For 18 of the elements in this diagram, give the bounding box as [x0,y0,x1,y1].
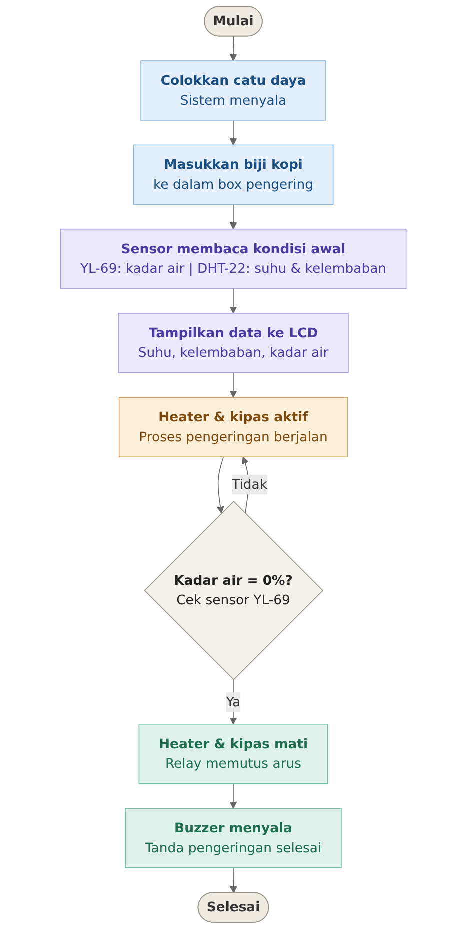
arrow [230,36,238,62]
node-diamond [144,501,324,680]
arrow [230,868,238,894]
arrow [230,204,238,230]
arrow [217,456,224,514]
arrow [230,372,238,398]
node-box [138,724,328,784]
node-box [140,60,326,121]
node-box [133,144,334,205]
node-box [125,808,342,868]
edge-label: Tidak [232,476,268,492]
node-box [60,228,407,290]
arrow [230,120,238,146]
arrow [230,288,238,314]
edge-label: Ya [226,694,241,710]
arrow [230,783,238,809]
node-box [118,397,348,458]
node-box [118,313,349,374]
